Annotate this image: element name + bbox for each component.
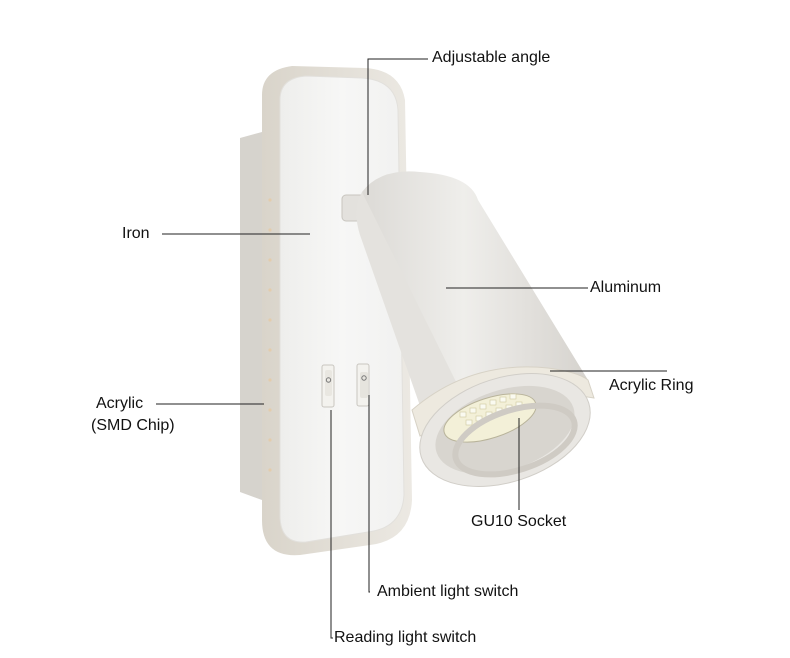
- label-adjustable-angle: Adjustable angle: [432, 49, 551, 66]
- leader-reading: [330, 410, 333, 639]
- switch-illustrations: [321, 363, 370, 408]
- label-acrylic-ring: Acrylic Ring: [609, 377, 694, 394]
- back-box: [240, 132, 262, 500]
- label-acrylic-line1: Acrylic: [96, 395, 144, 412]
- leader-adjustable-angle: [367, 58, 428, 195]
- lamp-head: [356, 171, 595, 487]
- leader-lines: [156, 58, 667, 639]
- leader-ambient: [368, 395, 370, 593]
- label-iron: Iron: [122, 225, 150, 242]
- label-acrylic-smd: Acrylic (SMD Chip): [91, 393, 175, 437]
- label-acrylic-line2: (SMD Chip): [91, 417, 175, 434]
- label-aluminum: Aluminum: [590, 279, 662, 296]
- label-gu10-socket: GU10 Socket: [471, 513, 567, 530]
- label-reading-light-switch: Reading light switch: [334, 629, 477, 646]
- label-ambient-light-switch: Ambient light switch: [377, 583, 519, 600]
